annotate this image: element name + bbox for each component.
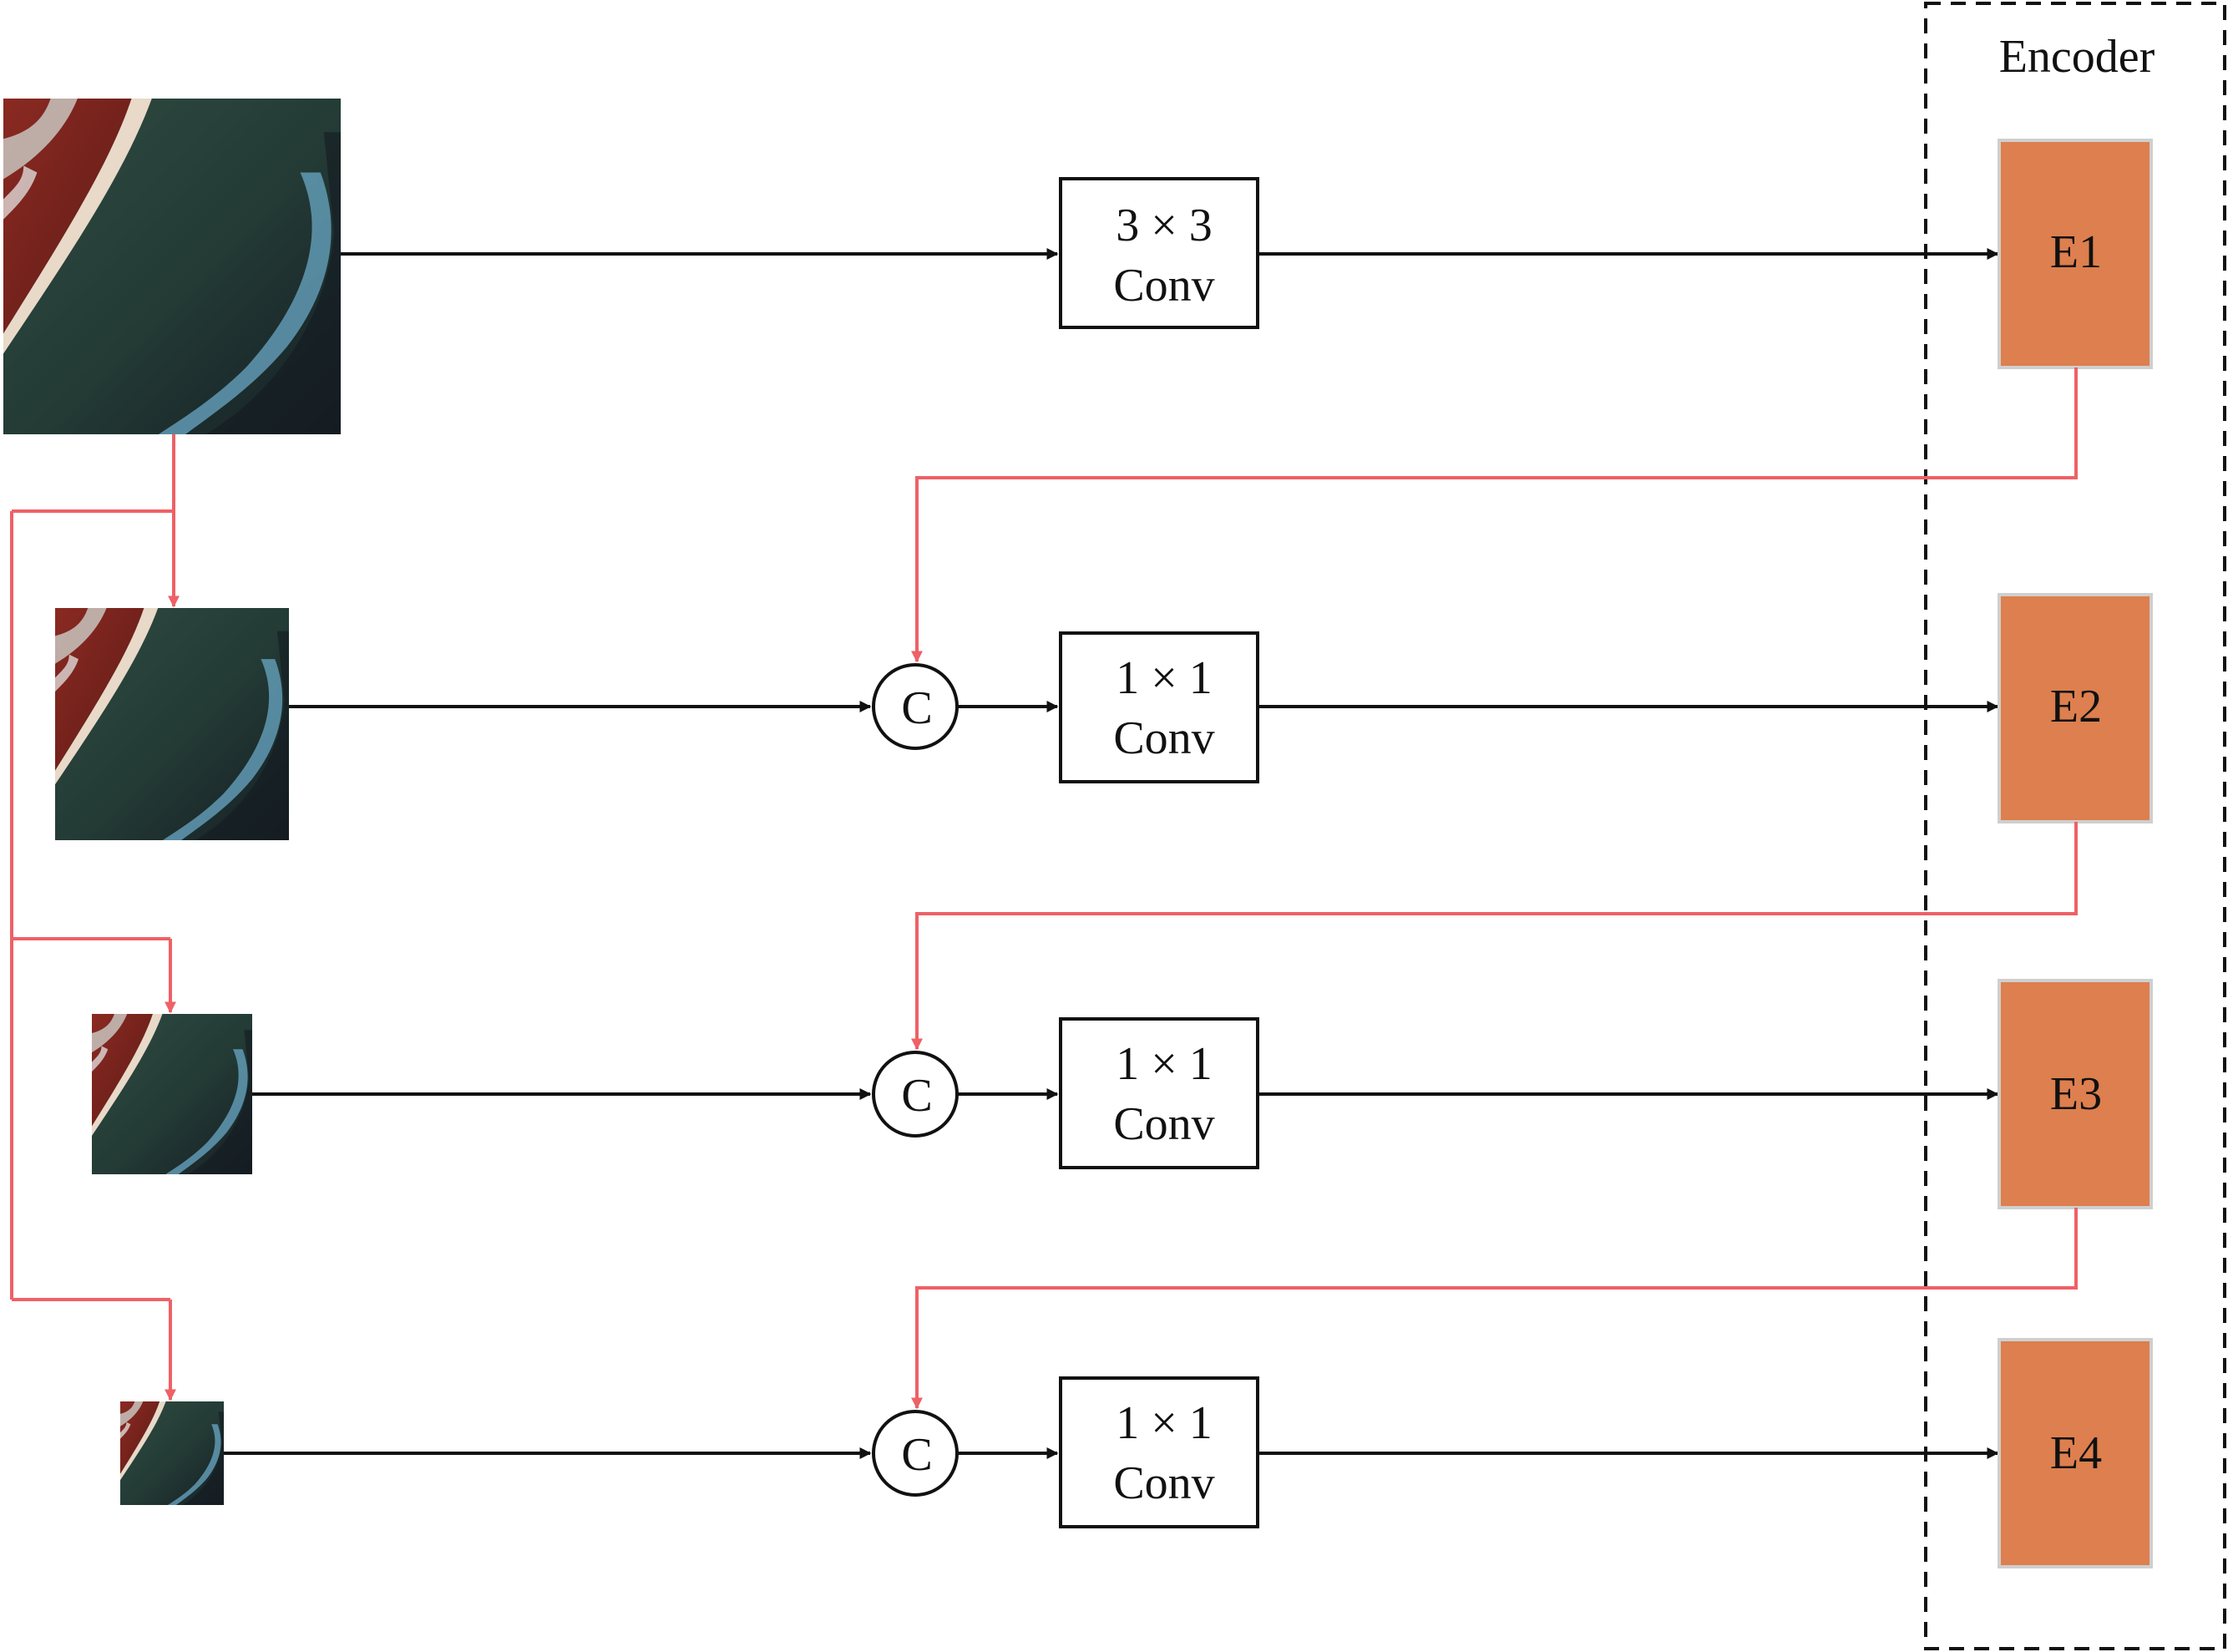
concat-node-3-label: C (901, 1070, 932, 1122)
conv-block-4-kernel: 1 × 1 (1116, 1397, 1213, 1449)
encoder-block-e4-label: E4 (2050, 1427, 2102, 1479)
concat-node-2-label: C (901, 682, 932, 734)
conv-block-2-name: Conv (1113, 712, 1214, 764)
input-image-half (55, 608, 289, 840)
encoder-block-e4 (1998, 1338, 2153, 1568)
conv-block-4-name: Conv (1113, 1457, 1214, 1509)
encoder-block-e3-label: E3 (2050, 1068, 2102, 1120)
encoder-block-e1-label: E1 (2050, 226, 2102, 278)
feedback-e2-to-concat3 (911, 822, 2078, 1051)
conv-block-1 (1059, 177, 1259, 329)
encoder-block-e1 (1998, 139, 2153, 369)
concat-node-4-label: C (901, 1429, 932, 1481)
feedback-e1-to-concat2 (911, 367, 2078, 663)
feedback-e3-to-concat4 (911, 1208, 2078, 1410)
input-image-quarter (92, 1014, 252, 1174)
conv-block-3-name: Conv (1113, 1098, 1214, 1150)
conv-block-3-kernel: 1 × 1 (1116, 1038, 1213, 1090)
input-image-full (3, 99, 341, 434)
conv-block-1-name: Conv (1113, 260, 1214, 312)
encoder-block-e2-label: E2 (2050, 681, 2102, 732)
downsample-connectors (10, 434, 180, 1401)
encoder-title: Encoder (1999, 31, 2155, 83)
conv-block-3 (1059, 1017, 1259, 1169)
encoder-block-e2 (1998, 593, 2153, 823)
conv-block-2 (1059, 631, 1259, 783)
conv-block-2-kernel: 1 × 1 (1116, 652, 1213, 704)
encoder-region-border (1924, 2, 2226, 1650)
input-image-eighth (120, 1401, 224, 1505)
conv-block-1-kernel: 3 × 3 (1116, 200, 1213, 251)
encoder-block-e3 (1998, 979, 2153, 1209)
